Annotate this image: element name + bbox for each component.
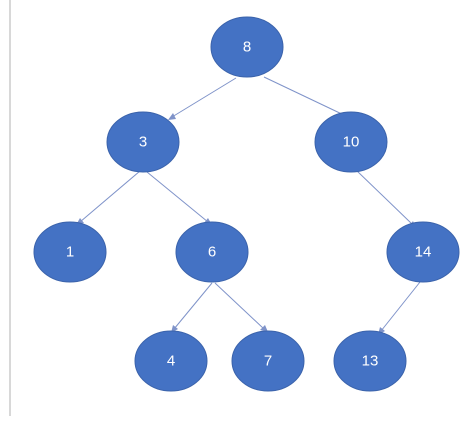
node-label: 7: [264, 353, 272, 370]
node-circle: [33, 221, 107, 283]
edge-3-1: [76, 170, 141, 225]
tree-node-14: 14: [386, 221, 460, 283]
node-circle: [333, 330, 407, 392]
node-label: 10: [343, 134, 360, 151]
node-label: 1: [66, 244, 74, 261]
tree-node-6: 6: [175, 221, 249, 283]
edge-6-4: [171, 282, 213, 333]
node-label: 3: [139, 134, 147, 151]
nodes-layer: 8 3 10 1 6 14 4 7: [33, 16, 460, 392]
edge-14-13: [378, 281, 421, 335]
edge-6-7: [214, 282, 268, 332]
edge-3-6: [146, 171, 212, 225]
node-circle: [314, 111, 388, 173]
node-circle: [134, 330, 208, 392]
node-label: 4: [167, 353, 175, 370]
tree-node-4: 4: [134, 330, 208, 392]
node-circle: [106, 111, 180, 173]
tree-node-1: 1: [33, 221, 107, 283]
tree-node-8: 8: [210, 16, 284, 78]
tree-node-13: 13: [333, 330, 407, 392]
node-label: 8: [243, 39, 251, 56]
node-label: 14: [415, 244, 432, 261]
node-circle: [175, 221, 249, 283]
edge-8-3: [168, 77, 237, 120]
edge-10-14: [355, 169, 416, 228]
node-circle: [386, 221, 460, 283]
node-label: 6: [208, 244, 216, 261]
tree-node-7: 7: [231, 330, 305, 392]
edge-8-10: [263, 76, 350, 119]
tree-node-10: 10: [314, 111, 388, 173]
node-circle: [210, 16, 284, 78]
tree-node-3: 3: [106, 111, 180, 173]
node-label: 13: [362, 353, 379, 370]
node-circle: [231, 330, 305, 392]
